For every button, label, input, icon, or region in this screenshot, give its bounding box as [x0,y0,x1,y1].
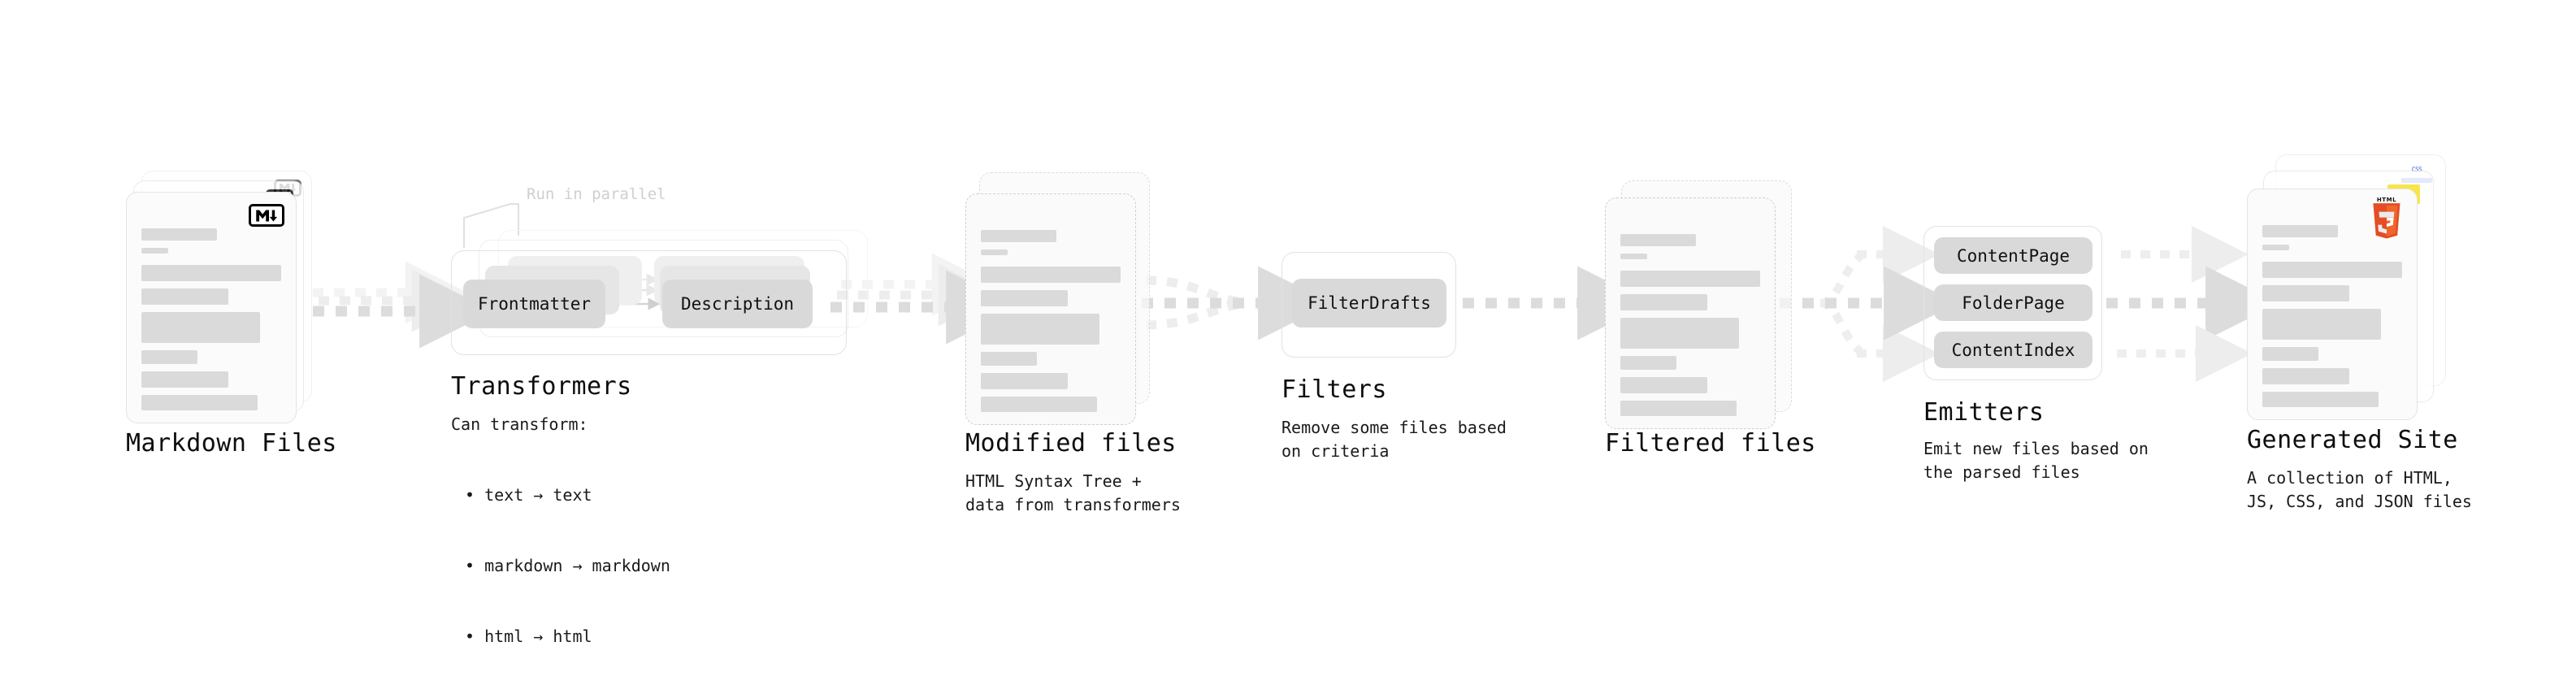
transformers-capability-list: • text → text • markdown → markdown • ht… [465,436,670,681]
modified-doc-front [965,193,1136,425]
stage-title-markdown-files: Markdown Files [126,429,337,458]
doc-placeholder-lines [1620,234,1760,423]
stage-title-generated-site: Generated Site [2247,426,2458,454]
stage-title-filters: Filters [1281,375,1387,404]
transformers-capability-item: • html → html [465,627,592,646]
stage-caption-modified-files: HTML Syntax Tree + data from transformer… [965,471,1181,514]
stage-caption-transformers: Can transform: [451,414,588,434]
arrow-markdown-to-transformers [313,261,494,349]
stage-title-transformers: Transformers [451,372,632,401]
filtered-doc-front [1605,197,1776,429]
stage-title-modified-files: Modified files [965,429,1177,458]
doc-placeholder-lines [141,228,281,418]
emitter-plugin-folderpage[interactable]: FolderPage [1934,284,2092,321]
transformers-group-front [451,250,847,355]
transformer-plugin-frontmatter[interactable]: Frontmatter [463,280,605,328]
generated-doc-front-html: HTML [2247,189,2418,420]
doc-placeholder-lines [2262,225,2402,414]
css-icon-label: CSS [2411,166,2422,173]
stage-title-emitters: Emitters [1923,398,2045,427]
stage-caption-filters: Remove some files based on criteria [1281,418,1507,461]
run-in-parallel-label: Run in parallel [527,185,666,203]
svg-text:HTML: HTML [2377,197,2396,203]
arrow-filtered-to-emitters [1780,226,1958,382]
transformers-capability-item: • markdown → markdown [465,556,670,575]
markdown-icon [249,204,284,227]
doc-placeholder-lines [981,230,1121,419]
stage-caption-generated-site: A collection of HTML, JS, CSS, and JSON … [2247,468,2472,511]
emitters-group-box [1923,226,2102,380]
html5-icon: HTML [2368,197,2405,240]
stage-title-filtered-files: Filtered files [1605,429,1816,458]
stage-caption-emitters: Emit new files based on the parsed files [1923,439,2149,482]
arrow-emitters-to-site [2106,226,2280,382]
transformers-capability-item: • text → text [465,485,592,505]
transformer-plugin-description[interactable]: Description [662,280,813,328]
arrow-modified-to-filters [1142,266,1333,340]
emitter-plugin-contentindex[interactable]: ContentIndex [1934,332,2092,368]
filters-group-box [1281,252,1456,358]
markdown-doc-front [126,192,297,423]
emitter-plugin-contentpage[interactable]: ContentPage [1934,237,2092,274]
filter-plugin-filterdrafts[interactable]: FilterDrafts [1292,279,1446,327]
